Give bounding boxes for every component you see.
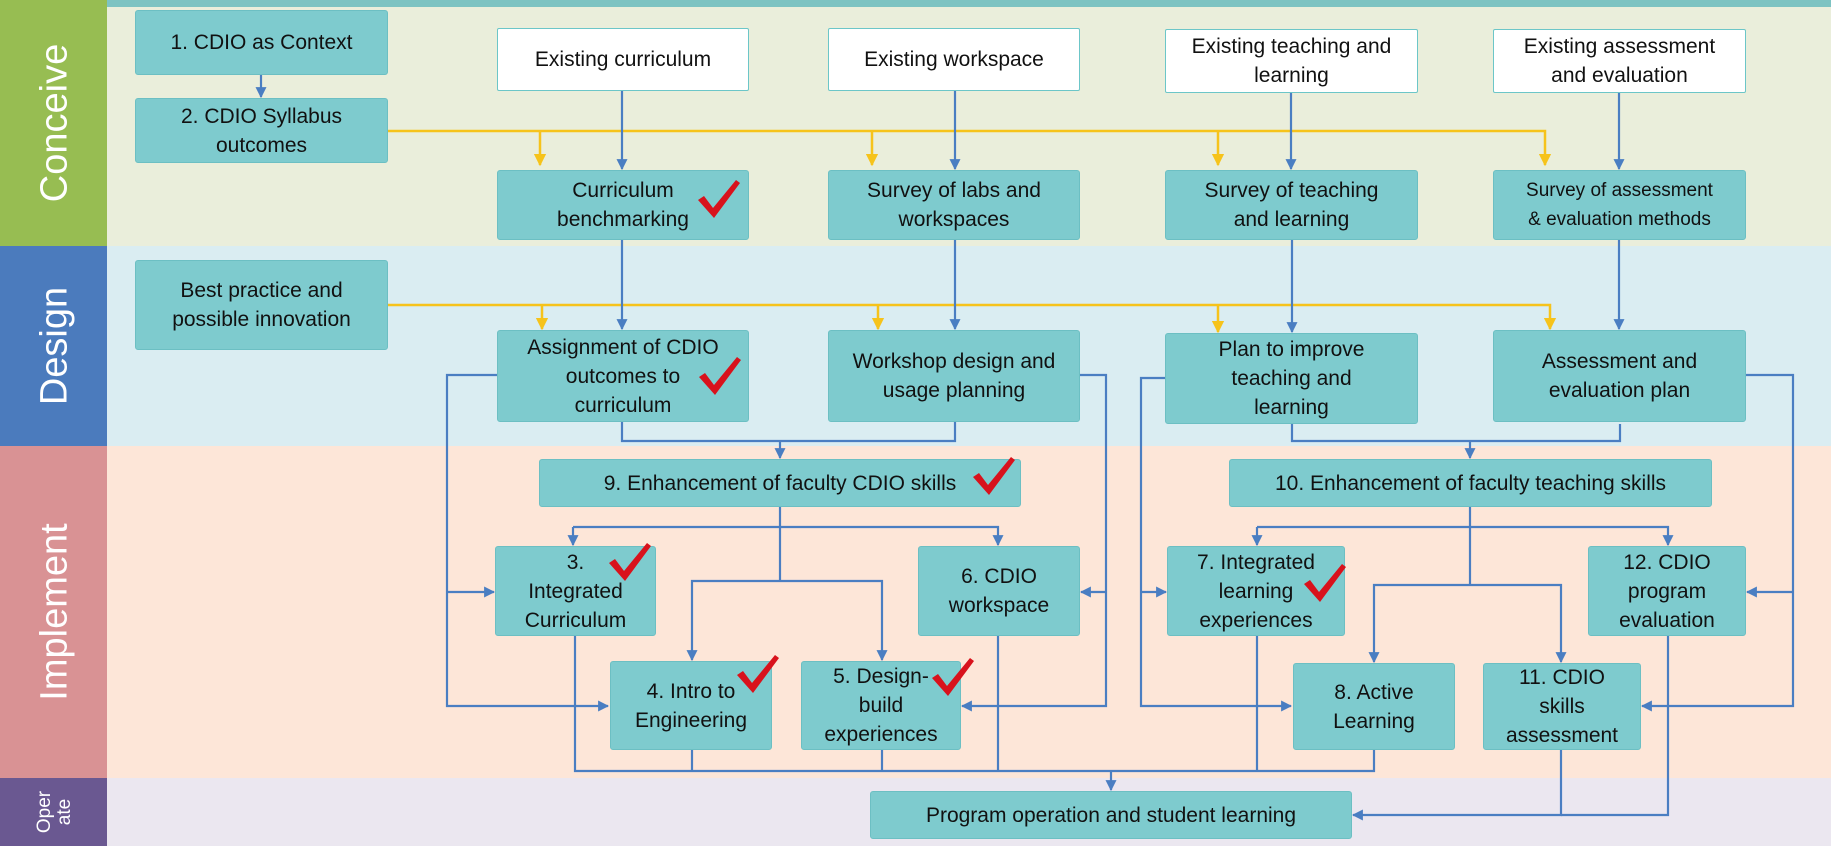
- program-evaluation-label: 12. CDIO program evaluation: [1619, 550, 1715, 632]
- assessment-plan-label: Assessment and evaluation plan: [1541, 350, 1698, 402]
- enh-faculty-teaching-box: 10. Enhancement of faculty teaching skil…: [1229, 459, 1712, 507]
- plan-improve-box: Plan to improve teaching and learning: [1165, 333, 1418, 424]
- assignment-outcomes-box: Assignment of CDIO outcomes to curriculu…: [497, 330, 749, 422]
- check-icon: [737, 655, 779, 693]
- program-operation-label: Program operation and student learning: [925, 803, 1297, 827]
- best-practice-box: Best practice and possible innovation: [135, 260, 388, 350]
- design-build-label: 5. Design- build experiences: [824, 665, 938, 746]
- existing-assessment-label: Existing assessment and evaluation: [1523, 35, 1716, 87]
- survey-teaching-label: Survey of teaching and learning: [1204, 179, 1379, 231]
- phase-implement: Implement: [0, 446, 107, 778]
- check-icon: [699, 357, 741, 395]
- blue-connectors: [255, 75, 1795, 821]
- integrated-learning-label: 7. Integrated learning experiences: [1197, 550, 1315, 632]
- phase-design: Design: [0, 246, 107, 446]
- program-operation-box: Program operation and student learning: [870, 791, 1352, 839]
- design-build-box: 5. Design- build experiences: [801, 661, 961, 750]
- program-evaluation-box: 12. CDIO program evaluation: [1588, 546, 1746, 636]
- workshop-design-box: Workshop design and usage planning: [828, 330, 1080, 422]
- active-learning-box: 8. Active Learning: [1293, 663, 1455, 750]
- cdio-context-label: 1. CDIO as Context: [170, 31, 353, 54]
- skills-assessment-box: 11. CDIO skills assessment: [1483, 663, 1641, 750]
- survey-labs-label: Survey of labs and workspaces: [867, 179, 1041, 231]
- existing-workspace-box: Existing workspace: [828, 28, 1080, 91]
- phase-operate: Oper ate: [0, 778, 107, 846]
- intro-engineering-label: 4. Intro to Engineering: [634, 679, 748, 732]
- check-icon: [973, 457, 1015, 495]
- integrated-curriculum-label: 3. Integrated Curriculum: [524, 550, 627, 632]
- assignment-outcomes-label: Assignment of CDIO outcomes to curriculu…: [527, 335, 719, 417]
- existing-workspace-label: Existing workspace: [864, 48, 1044, 71]
- enh-faculty-cdio-label: 9. Enhancement of faculty CDIO skills: [603, 471, 957, 495]
- existing-teaching-label: Existing teaching and learning: [1191, 35, 1392, 87]
- cdio-workspace-label: 6. CDIO workspace: [948, 565, 1050, 617]
- phase-conceive: Conceive: [0, 0, 107, 246]
- cdio-syllabus-box: 2. CDIO Syllabus outcomes: [135, 98, 388, 163]
- best-practice-label: Best practice and possible innovation: [172, 279, 351, 331]
- workshop-design-label: Workshop design and usage planning: [852, 350, 1056, 402]
- cdio-syllabus-label: 2. CDIO Syllabus outcomes: [180, 104, 343, 157]
- assessment-plan-box: Assessment and evaluation plan: [1493, 330, 1746, 422]
- top-strip: [0, 0, 1831, 7]
- existing-teaching-box: Existing teaching and learning: [1165, 29, 1418, 93]
- survey-labs-box: Survey of labs and workspaces: [828, 170, 1080, 240]
- active-learning-label: 8. Active Learning: [1333, 680, 1415, 733]
- existing-assessment-box: Existing assessment and evaluation: [1493, 29, 1746, 93]
- survey-teaching-box: Survey of teaching and learning: [1165, 170, 1418, 240]
- check-icon: [698, 180, 740, 218]
- skills-assessment-label: 11. CDIO skills assessment: [1505, 666, 1619, 747]
- plan-improve-label: Plan to improve teaching and learning: [1218, 338, 1365, 419]
- survey-assessment-box: Survey of assessment & evaluation method…: [1493, 170, 1746, 240]
- existing-curriculum-box: Existing curriculum: [497, 28, 749, 91]
- cdio-context-box: 1. CDIO as Context: [135, 10, 388, 75]
- integrated-learning-box: 7. Integrated learning experiences: [1167, 546, 1345, 636]
- check-icon: [609, 543, 651, 581]
- cdio-workspace-box: 6. CDIO workspace: [918, 546, 1080, 636]
- survey-assessment-label: Survey of assessment & evaluation method…: [1526, 180, 1713, 230]
- existing-curriculum-label: Existing curriculum: [534, 48, 712, 71]
- enh-faculty-cdio-box: 9. Enhancement of faculty CDIO skills: [539, 459, 1021, 507]
- curriculum-benchmarking-label: Curriculum benchmarking: [557, 179, 689, 231]
- check-icon: [932, 658, 974, 696]
- yellow-connectors: [388, 129, 1557, 334]
- enh-faculty-teaching-label: 10. Enhancement of faculty teaching skil…: [1274, 471, 1667, 495]
- check-icon: [1304, 564, 1346, 602]
- integrated-curriculum-box: 3. Integrated Curriculum: [495, 546, 656, 636]
